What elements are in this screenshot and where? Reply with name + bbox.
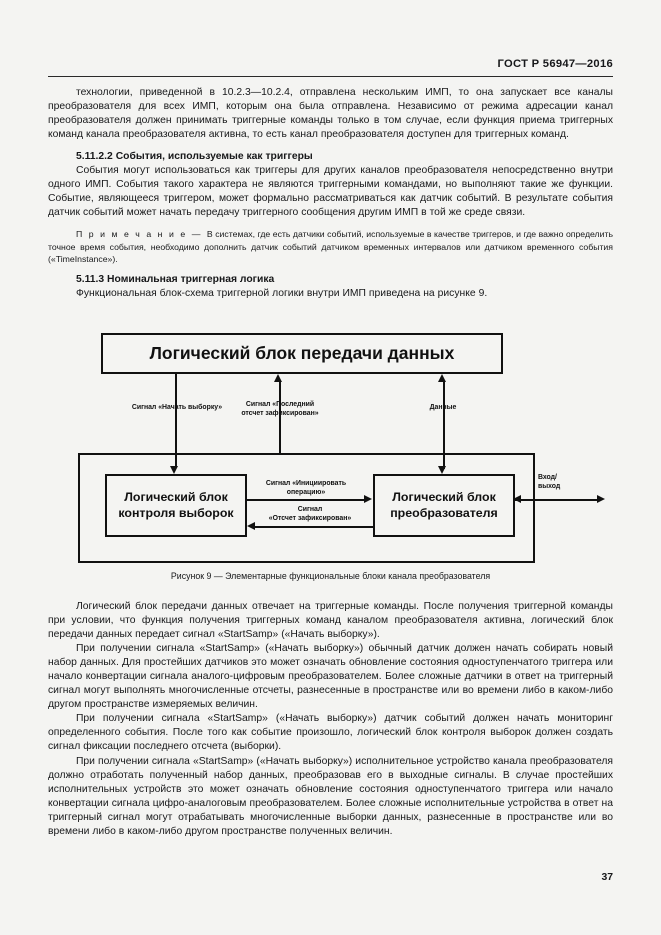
line-initiate-operation [247, 499, 365, 502]
note-label: П р и м е ч а н и е — [76, 229, 207, 240]
figure-9-diagram: Логический блок передачи данных Логическ… [0, 325, 661, 570]
arrowhead-start-samp-down [170, 466, 179, 474]
clause-heading-5-11-3: 5.11.3 Номинальная триггерная логика [76, 274, 275, 286]
block-transducer-logic: Логический блок преобразователя [373, 474, 515, 537]
paragraph-2: События могут использоваться как триггер… [48, 165, 613, 219]
clause-heading-5-11-2-2: 5.11.2.2 События, используемые как тригг… [76, 151, 313, 163]
header-rule [48, 76, 613, 77]
transducer-channel-container [78, 453, 535, 563]
figure-9-caption: Рисунок 9 — Элементарные функциональные … [170, 571, 491, 581]
block-sample-control-logic: Логический блок контроля выборок [105, 474, 247, 537]
arrowhead-data-down [438, 466, 447, 474]
note-text: В системах, где есть датчики событий, ис… [48, 229, 613, 264]
arrowhead-last-sample-latched-up [274, 374, 283, 382]
arrowhead-data-up [438, 374, 447, 382]
line-start-samp [175, 374, 178, 468]
line-data [443, 381, 446, 469]
label-last-sample-latched: Сигнал «Последний отсчет зафиксирован» [241, 401, 319, 417]
arrowhead-sample-latched-left [247, 521, 255, 530]
paragraph-1: технологии, приведенной в 10.2.3—10.2.4,… [48, 87, 613, 141]
arrowhead-io-right [597, 494, 605, 503]
figure-9: Логический блок передачи данных Логическ… [0, 325, 661, 593]
page-content: технологии, приведенной в 10.2.3—10.2.4,… [48, 86, 613, 301]
page-number: 37 [601, 872, 613, 883]
page-content-lower: Логический блок передачи данных отвечает… [48, 600, 613, 839]
running-head: ГОСТ Р 56947—2016 [497, 58, 613, 70]
paragraph-4: Логический блок передачи данных отвечает… [48, 601, 613, 641]
arrowhead-initiate-operation-right [364, 494, 372, 503]
block-data-transfer-logic: Логический блок передачи данных [101, 333, 503, 374]
label-initiate-operation: Сигнал «Инициировать операцию» [265, 480, 347, 496]
note-block: П р и м е ч а н и е — В системах, где ес… [48, 220, 613, 265]
label-sample-latched: Сигнал «Отсчет зафиксирован» [268, 506, 352, 522]
line-sample-latched [255, 526, 373, 529]
line-last-sample-latched [279, 381, 282, 455]
line-io [515, 499, 600, 502]
label-start-samp: Сигнал «Начать выборку» [131, 404, 223, 411]
paragraph-3: Функциональная блок-схема триггерной лог… [76, 288, 488, 300]
paragraph-7: При получении сигнала «StartSamp» («Нача… [48, 755, 613, 837]
label-io: Вход/ выход [538, 474, 561, 490]
label-data: Данные [429, 404, 457, 411]
arrowhead-io-left [513, 494, 521, 503]
paragraph-5: При получении сигнала «StartSamp» («Нача… [48, 643, 613, 711]
paragraph-6: При получении сигнала «StartSamp» («Нача… [48, 713, 613, 753]
